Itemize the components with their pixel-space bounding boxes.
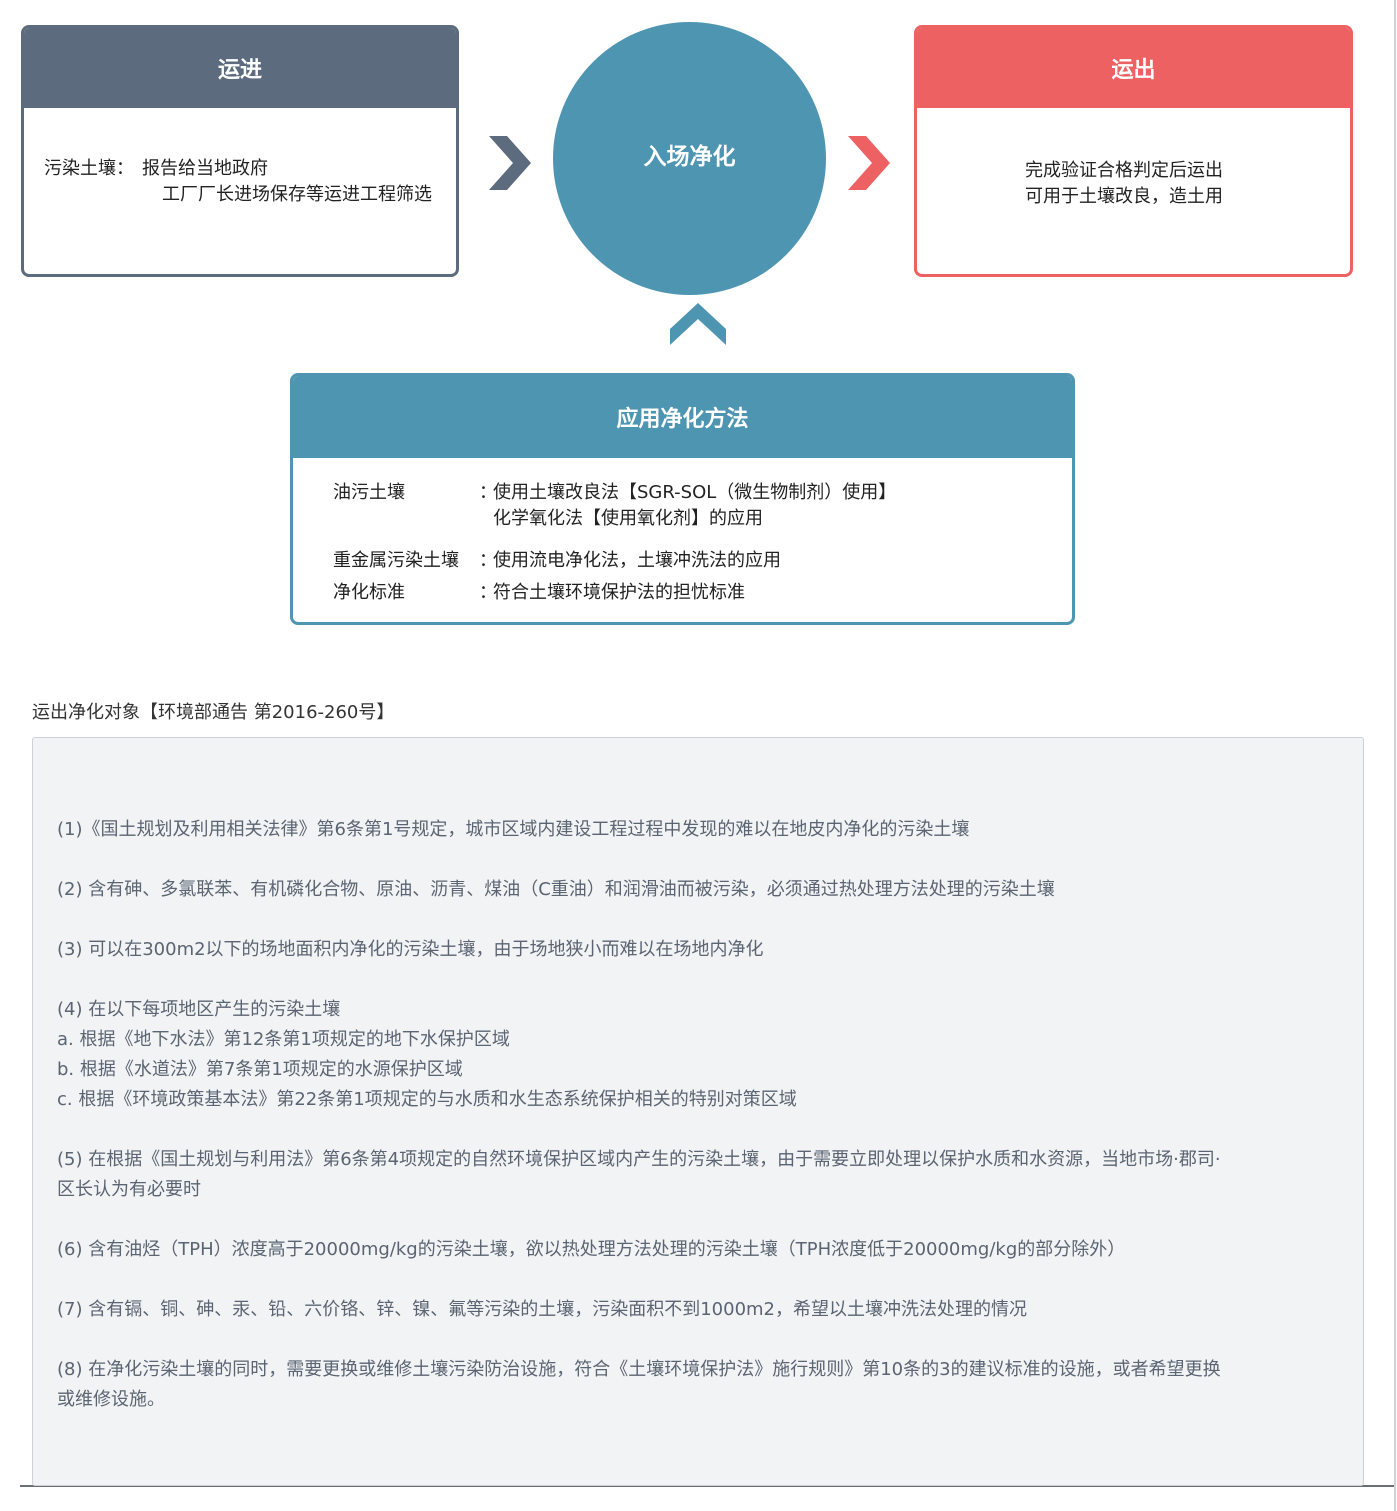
method-row-label: 净化标准 [333, 582, 405, 603]
frame-bottom-border [20, 1485, 1394, 1487]
list-item-line: (3) 可以在300m2以下的场地面积内净化的污染土壤，由于场地狭小而难以在场地… [57, 939, 764, 960]
list-item: (1)《国土规划及利用相关法律》第6条第1号规定，城市区域内建设工程过程中发现的… [57, 815, 1343, 845]
list-item-line: (1)《国土规划及利用相关法律》第6条第1号规定，城市区域内建设工程过程中发现的… [57, 819, 970, 840]
method-card-header: 应用净化方法 [293, 376, 1072, 458]
method-row-label: 油污土壤 [333, 482, 405, 503]
method-card: 应用净化方法 油污土壤 ： 使用土壤改良法【SGR-SOL（微生物制剂）使用】 … [290, 373, 1075, 625]
list-item-line: (5) 在根据《国土规划与利用法》第6条第4项规定的自然环境保护区域内产生的污染… [57, 1149, 1221, 1170]
chevron-right-icon [848, 136, 890, 190]
list-item-line: 或维修设施。 [57, 1389, 165, 1410]
list-item-line: (4) 在以下每项地区产生的污染土壤 [57, 999, 341, 1020]
inbound-card-body: 污染土壤： 报告给当地政府 工厂厂长进场保存等运进工程筛选 [24, 108, 456, 208]
method-row-colon: ： [479, 550, 497, 571]
center-circle: 入场净化 [553, 22, 826, 295]
list-item-line: b. 根据《水道法》第7条第1项规定的水源保护区域 [57, 1059, 463, 1080]
section-title: 运出净化对象【环境部通告 第2016-260号】 [32, 702, 395, 723]
method-row: 油污土壤 ： 使用土壤改良法【SGR-SOL（微生物制剂）使用】 [333, 480, 1072, 506]
method-row-colon: ： [479, 582, 497, 603]
list-item-line: (8) 在净化污染土壤的同时，需要更换或维修土壤污染防治设施，符合《土壤环境保护… [57, 1359, 1221, 1380]
chevron-up-icon [670, 303, 726, 345]
list-item-line: (2) 含有砷、多氯联苯、有机磷化合物、原油、沥青、煤油（C重油）和润滑油而被污… [57, 879, 1055, 900]
method-row-text: 使用土壤改良法【SGR-SOL（微生物制剂）使用】 [493, 482, 897, 503]
list-item: (5) 在根据《国土规划与利用法》第6条第4项规定的自然环境保护区域内产生的污染… [57, 1145, 1343, 1205]
list-item: (3) 可以在300m2以下的场地面积内净化的污染土壤，由于场地狭小而难以在场地… [57, 935, 1343, 965]
outbound-card: 运出 完成验证合格判定后运出 可用于土壤改良，造土用 [914, 25, 1353, 277]
method-title: 应用净化方法 [616, 407, 749, 432]
list-item: (2) 含有砷、多氯联苯、有机磷化合物、原油、沥青、煤油（C重油）和润滑油而被污… [57, 875, 1343, 905]
info-box: (1)《国土规划及利用相关法律》第6条第1号规定，城市区域内建设工程过程中发现的… [32, 737, 1364, 1486]
inbound-row: 污染土壤： 报告给当地政府 [44, 156, 456, 182]
chevron-right-icon [489, 136, 531, 190]
outbound-card-body: 完成验证合格判定后运出 可用于土壤改良，造土用 [917, 108, 1350, 210]
method-row-text: 符合土壤环境保护法的担忧标准 [493, 582, 745, 603]
center-title: 入场净化 [643, 143, 736, 170]
list-item-line: c. 根据《环境政策基本法》第22条第1项规定的与水质和水生态系统保护相关的特别… [57, 1089, 797, 1110]
outbound-line2: 可用于土壤改良，造土用 [1025, 186, 1223, 207]
inbound-card-header: 运进 [24, 28, 456, 108]
outbound-line1: 完成验证合格判定后运出 [1025, 160, 1223, 181]
list-item: (8) 在净化污染土壤的同时，需要更换或维修土壤污染防治设施，符合《土壤环境保护… [57, 1355, 1343, 1415]
inbound-line1: 报告给当地政府 [142, 158, 268, 179]
list-item: (6) 含有油烃（TPH）浓度高于20000mg/kg的污染土壤，欲以热处理方法… [57, 1235, 1343, 1265]
method-card-body: 油污土壤 ： 使用土壤改良法【SGR-SOL（微生物制剂）使用】 化学氧化法【使… [293, 458, 1072, 606]
list-item: (4) 在以下每项地区产生的污染土壤 a. 根据《地下水法》第12条第1项规定的… [57, 995, 1343, 1115]
frame-right-border [1394, 0, 1396, 1511]
method-row-colon: ： [479, 482, 497, 503]
inbound-line2: 工厂厂长进场保存等运进工程筛选 [162, 184, 432, 205]
inbound-label: 污染土壤： [44, 158, 134, 179]
method-row-text: 使用流电净化法，土壤冲洗法的应用 [493, 550, 781, 571]
outbound-title: 运出 [1111, 58, 1156, 83]
list-item-line: (7) 含有镉、铜、砷、汞、铅、六价铬、锌、镍、氟等污染的土壤，污染面积不到10… [57, 1299, 1028, 1320]
list-item-line: 区长认为有必要时 [57, 1179, 201, 1200]
method-row: 重金属污染土壤 ： 使用流电净化法，土壤冲洗法的应用 [333, 548, 1072, 574]
method-row: 净化标准 ： 符合土壤环境保护法的担忧标准 [333, 580, 1072, 606]
inbound-card: 运进 污染土壤： 报告给当地政府 工厂厂长进场保存等运进工程筛选 [21, 25, 459, 277]
outbound-card-header: 运出 [917, 28, 1350, 108]
method-row-label: 重金属污染土壤 [333, 550, 459, 571]
method-row-continuation: 化学氧化法【使用氧化剂】的应用 [493, 508, 763, 529]
list-item: (7) 含有镉、铜、砷、汞、铅、六价铬、锌、镍、氟等污染的土壤，污染面积不到10… [57, 1295, 1343, 1325]
list-item-line: a. 根据《地下水法》第12条第1项规定的地下水保护区域 [57, 1029, 510, 1050]
inbound-title: 运进 [217, 58, 262, 83]
list-item-line: (6) 含有油烃（TPH）浓度高于20000mg/kg的污染土壤，欲以热处理方法… [57, 1239, 1126, 1260]
